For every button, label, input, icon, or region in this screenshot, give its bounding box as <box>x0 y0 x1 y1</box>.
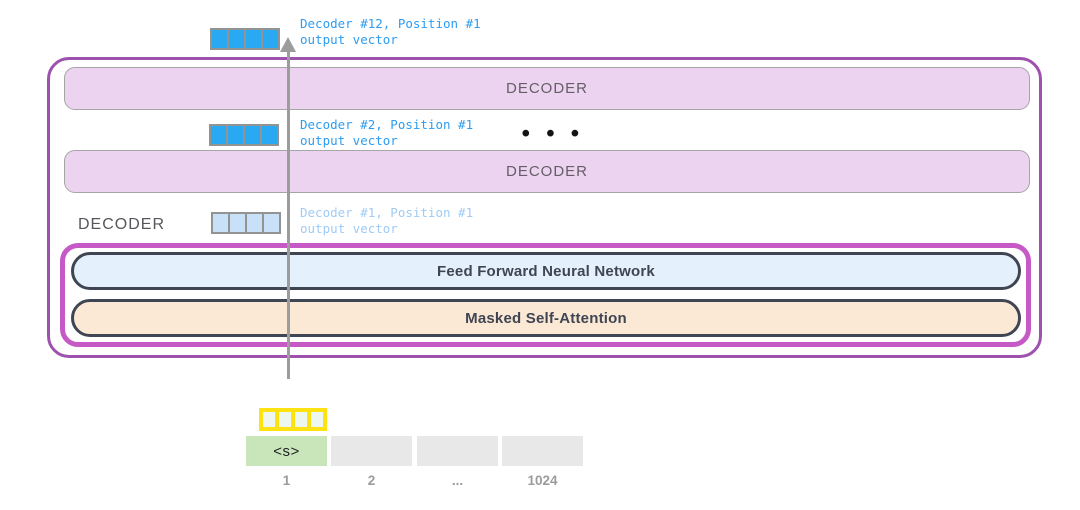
token-cell-start: <s> <box>246 436 327 466</box>
label-line: output vector <box>300 221 398 236</box>
position-label: 1024 <box>527 473 558 488</box>
label-line: Decoder #12, Position #1 <box>300 16 481 31</box>
ellipsis-dots-icon: ••• <box>519 122 593 148</box>
input-embedding-vector <box>259 408 327 431</box>
feed-forward-bar: Feed Forward Neural Network <box>71 252 1021 290</box>
vector-cell <box>307 408 327 431</box>
token-cell <box>502 436 583 466</box>
masked-self-attention-label: Masked Self-Attention <box>465 309 627 327</box>
decoder-block-label: DECODER <box>505 163 588 180</box>
output-vector-decoder-12 <box>210 28 280 50</box>
label-line: output vector <box>300 32 398 47</box>
label-line: Decoder #1, Position #1 <box>300 205 474 220</box>
output-vector-decoder-2 <box>209 124 279 146</box>
decoder-detail-box <box>60 243 1031 347</box>
decoder-block-top: DECODER <box>64 67 1030 110</box>
decoder-side-label: DECODER <box>78 216 166 233</box>
masked-self-attention-bar: Masked Self-Attention <box>71 299 1021 337</box>
vector-cell <box>261 28 280 50</box>
label-decoder1-output: Decoder #1, Position #1 output vector <box>300 205 473 237</box>
up-arrow-icon <box>280 37 296 52</box>
label-line: Decoder #2, Position #1 <box>300 117 474 132</box>
token-cell <box>417 436 498 466</box>
output-vector-decoder-1 <box>211 212 281 234</box>
up-arrow-line <box>287 50 290 379</box>
feed-forward-label: Feed Forward Neural Network <box>437 262 655 280</box>
vector-cell <box>260 124 279 146</box>
label-decoder2-output: Decoder #2, Position #1 output vector <box>300 117 473 149</box>
token-text: <s> <box>273 442 300 460</box>
token-cell <box>331 436 412 466</box>
vector-cell <box>262 212 281 234</box>
decoder-block-mid: DECODER <box>64 150 1030 193</box>
decoder-stack-box <box>47 57 1042 358</box>
position-label: 2 <box>367 473 376 488</box>
label-line: output vector <box>300 133 398 148</box>
position-label: ... <box>451 473 464 488</box>
label-decoder12-output: Decoder #12, Position #1 output vector <box>300 16 481 48</box>
position-label: 1 <box>282 473 291 488</box>
decoder-block-label: DECODER <box>505 80 588 97</box>
